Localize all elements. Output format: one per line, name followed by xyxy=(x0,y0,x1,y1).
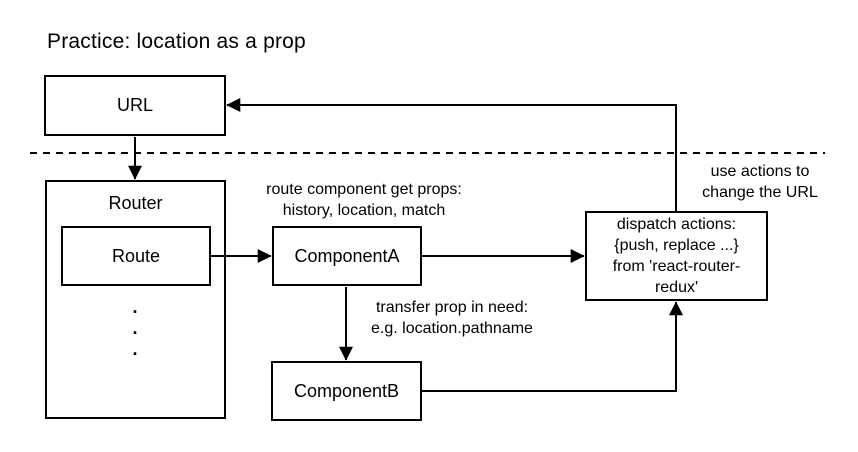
dispatch-actions-box: dispatch actions: {push, replace ...} fr… xyxy=(585,211,768,301)
annotation-transfer-prop: transfer prop in need: e.g. location.pat… xyxy=(351,297,553,339)
ellipsis-dot: . xyxy=(132,318,138,338)
url-box: URL xyxy=(44,75,226,136)
router-box: Router xyxy=(45,180,226,419)
ellipsis-dot: . xyxy=(132,339,138,359)
page-title: Practice: location as a prop xyxy=(47,30,306,53)
annotation-use-actions: use actions to change the URL xyxy=(680,161,840,203)
url-box-label: URL xyxy=(116,95,153,115)
annotation-line: change the URL xyxy=(702,184,818,201)
annotation-line: transfer prop in need: xyxy=(375,299,529,316)
component-b-box: ComponentB xyxy=(271,361,422,421)
dispatch-actions-line: from 'react-router- xyxy=(612,258,741,275)
component-a-label: ComponentA xyxy=(294,245,400,266)
router-ellipsis-dots: . . . xyxy=(127,297,143,360)
route-box-label: Route xyxy=(111,245,161,266)
dispatch-actions-line: dispatch actions: xyxy=(616,216,737,233)
dispatch-actions-line: {push, replace ...} xyxy=(614,237,739,254)
route-box: Route xyxy=(61,226,211,286)
annotation-line: e.g. location.pathname xyxy=(371,320,533,337)
annotation-route-props: route component get props: history, loca… xyxy=(244,179,484,221)
ellipsis-dot: . xyxy=(132,297,138,317)
router-box-label: Router xyxy=(108,193,163,213)
annotation-line: use actions to xyxy=(710,163,810,180)
annotation-line: history, location, match xyxy=(282,202,446,219)
component-a-box: ComponentA xyxy=(272,226,422,286)
component-b-label: ComponentB xyxy=(293,380,400,401)
dispatch-actions-line: redux' xyxy=(654,279,699,296)
annotation-line: route component get props: xyxy=(266,181,462,198)
